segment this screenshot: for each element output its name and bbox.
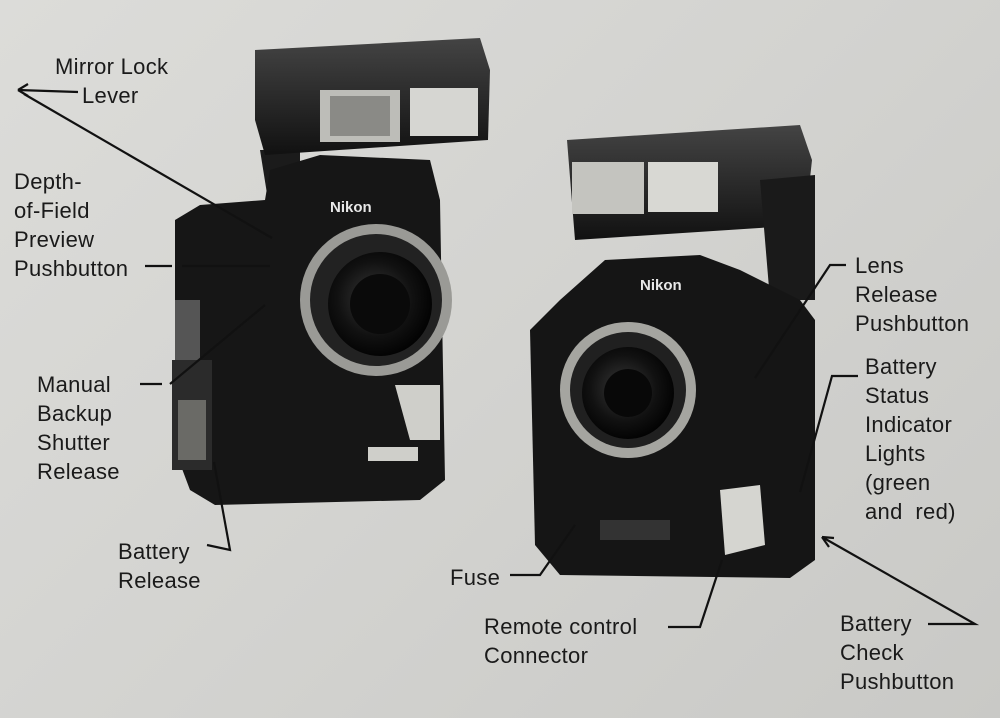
label-line: Preview <box>14 227 95 252</box>
left-camera-brand: Nikon <box>330 199 372 216</box>
label-line: Pushbutton <box>855 311 970 336</box>
label-line: of-Field <box>14 198 90 223</box>
label-line: Connector <box>484 643 589 668</box>
label-line: Status <box>865 383 930 408</box>
leader-lines <box>17 83 980 629</box>
label-lens-release-pushbutton: Lens Release Pushbutton <box>855 251 969 338</box>
label-line: Battery <box>865 354 937 379</box>
label-line: Remote control <box>484 614 638 639</box>
label-line: and red) <box>865 499 956 524</box>
label-line: (green <box>865 470 931 495</box>
label-line: Depth- <box>14 169 82 194</box>
label-line: Pushbutton <box>14 256 129 281</box>
label-line: Lens <box>855 253 904 278</box>
label-line: Fuse <box>450 565 501 590</box>
label-line: Manual <box>37 372 111 397</box>
label-line: Indicator <box>865 412 953 437</box>
left-camera: Nikon <box>172 38 490 505</box>
label-depth-of-field-preview: Depth- of-Field Preview Pushbutton <box>14 167 128 283</box>
label-line: Shutter <box>37 430 111 455</box>
label-line: Lights <box>865 441 926 466</box>
label-line: Battery <box>840 611 912 636</box>
label-line: Release <box>118 568 201 593</box>
label-line: Release <box>37 459 120 484</box>
right-camera: Nikon <box>530 125 815 578</box>
label-battery-status-indicator-lights: Battery Status Indicator Lights (green a… <box>865 352 956 526</box>
label-line: Release <box>855 282 938 307</box>
label-line: Mirror Lock <box>55 54 169 79</box>
label-line: Backup <box>37 401 113 426</box>
right-camera-brand: Nikon <box>640 277 682 294</box>
label-line: Lever <box>82 83 139 108</box>
label-line: Pushbutton <box>840 669 955 694</box>
label-mirror-lock-lever: Mirror Lock Lever <box>55 52 168 110</box>
label-fuse: Fuse <box>450 563 500 592</box>
label-battery-release: Battery Release <box>118 537 201 595</box>
label-line: Battery <box>118 539 190 564</box>
label-battery-check-pushbutton: Battery Check Pushbutton <box>840 609 954 696</box>
label-line: Check <box>840 640 904 665</box>
label-remote-control-connector: Remote control Connector <box>484 612 637 670</box>
label-manual-backup-shutter-release: Manual Backup Shutter Release <box>37 370 120 486</box>
